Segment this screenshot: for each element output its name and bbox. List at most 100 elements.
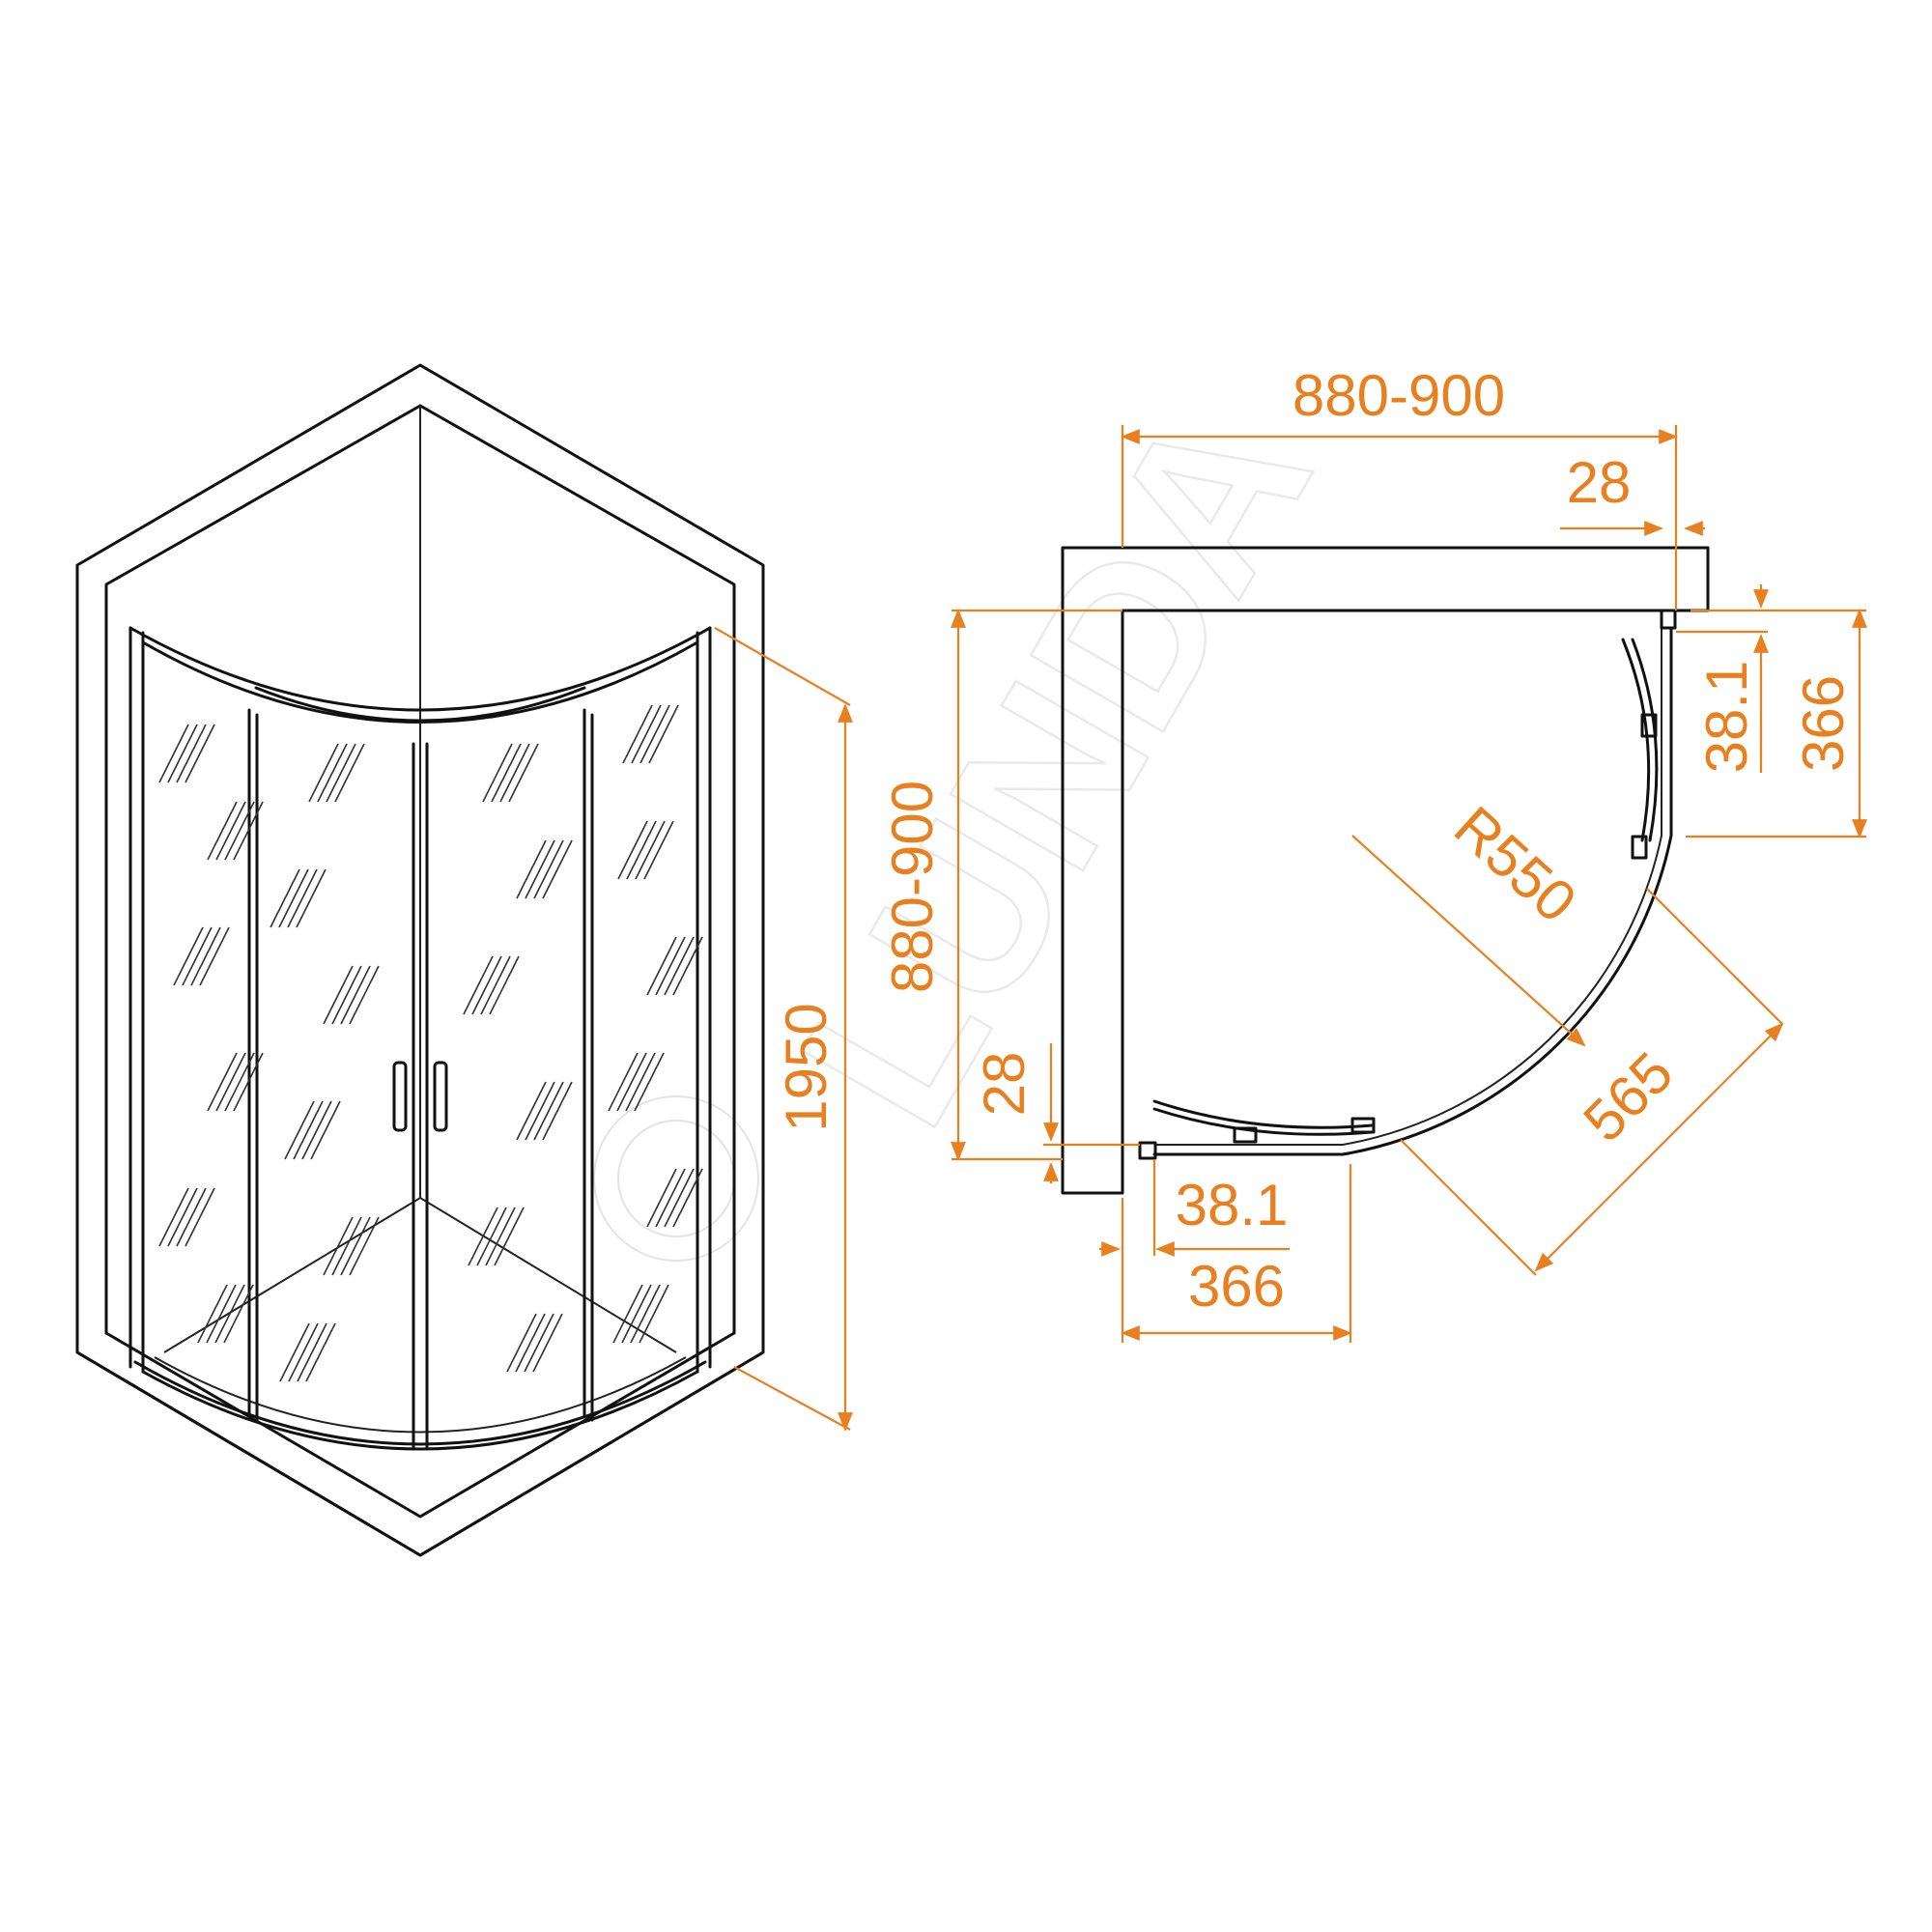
glass-hatch-mark: [532, 1313, 563, 1373]
top-rail-track: [254, 686, 586, 723]
height-ext-bottom: [733, 1366, 851, 1431]
glass-hatch-mark: [158, 724, 189, 783]
glass-hatch-mark: [524, 1313, 554, 1373]
glass-hatch-mark: [158, 1187, 189, 1247]
glass-hatch-mark: [508, 743, 539, 803]
glass-hatch-mark: [233, 1052, 264, 1112]
right-38-label: 38.1: [1694, 661, 1759, 774]
glass-hatch-mark: [323, 1216, 354, 1276]
right-door-arc: [1621, 638, 1651, 842]
glass-hatch-mark: [176, 724, 207, 783]
glass-hatch-mark: [617, 820, 648, 880]
bottom-roller-2: [1350, 1117, 1376, 1134]
left-door-handle: [392, 1061, 408, 1132]
glass-hatch-mark: [491, 743, 522, 803]
glass-hatch-mark: [499, 743, 530, 803]
watermark-copyright-inner: [617, 1120, 735, 1237]
glass-hatch-mark: [482, 743, 513, 803]
glass-hatch-mark: [485, 1207, 516, 1266]
glass-hatch-mark: [525, 1081, 555, 1141]
glass-reflections: [158, 704, 703, 1382]
tray-top-edge: [104, 1331, 736, 1519]
glass-hatch-mark: [489, 955, 520, 1015]
top-rail-outer: [128, 626, 712, 712]
depth-dim-label: 880-900: [880, 781, 945, 993]
right-door-arc-inner: [1631, 638, 1659, 842]
glass-hatch-mark: [206, 1284, 237, 1344]
glass-hatch-mark: [634, 1052, 665, 1112]
right-door-handle: [433, 1061, 448, 1132]
glass-hatch-mark: [297, 1322, 327, 1382]
bottom-366-label: 366: [1188, 1254, 1285, 1319]
left-28-label: 28: [972, 1052, 1037, 1117]
bottom-door-arc: [1152, 1099, 1374, 1129]
glass-hatch-mark: [635, 820, 666, 880]
glass-hatch-mark: [223, 1284, 254, 1344]
glass-hatch-mark: [278, 868, 309, 928]
glass-hatch-mark: [533, 1081, 564, 1141]
wall-inner-edges: [104, 404, 736, 1335]
glass-hatch-mark: [468, 1207, 498, 1266]
glass-hatch-mark: [215, 801, 246, 861]
right-roller-2: [1631, 835, 1648, 860]
glass-hatch-mark: [214, 1284, 245, 1344]
glass-hatch-mark: [655, 1168, 686, 1228]
glass-hatch-mark: [612, 1284, 643, 1344]
glass-hatch-mark: [173, 926, 204, 986]
glass-hatch-mark: [284, 1100, 315, 1160]
width-dim-label: 880-900: [1293, 363, 1505, 428]
glass-hatch-mark: [190, 926, 221, 986]
glass-hatch-mark: [608, 1052, 639, 1112]
radius-line: [1351, 835, 1586, 1047]
bottom-rail: [141, 1370, 699, 1451]
watermark-copyright-ring: [593, 1095, 759, 1262]
opening-dim-line: [1534, 1022, 1784, 1272]
glass-hatch-mark: [317, 743, 348, 803]
glass-hatch-mark: [672, 1168, 703, 1228]
watermark: LUNDA: [593, 365, 1358, 1262]
glass-hatch-mark: [326, 743, 356, 803]
glass-hatch-mark: [621, 1284, 652, 1344]
top-28-label: 28: [1567, 450, 1632, 515]
bottom-roller-1: [1233, 1126, 1258, 1144]
glass-hatch-mark: [616, 1052, 647, 1112]
right-wall-profile: [1660, 609, 1677, 630]
glass-hatch-mark: [182, 926, 213, 986]
glass-hatch-mark: [515, 1313, 546, 1373]
floor-guide-lines: [163, 1196, 677, 1353]
tray-curve: [133, 1360, 707, 1446]
glass-hatch-mark: [340, 1216, 371, 1276]
glass-hatch-mark: [288, 1322, 319, 1382]
tray-base: [75, 1350, 765, 1557]
glass-hatch-mark: [215, 1052, 246, 1112]
glass-hatch-mark: [516, 839, 547, 899]
opening-ext-bottom: [1400, 1139, 1537, 1276]
glass-hatch-mark: [197, 1284, 228, 1344]
height-ext-top: [714, 627, 851, 706]
glass-hatch-mark: [185, 724, 215, 783]
glass-hatch-mark: [293, 1100, 324, 1160]
glass-hatch-mark: [542, 839, 573, 899]
glass-hatch-mark: [296, 868, 327, 928]
glass-hatch-mark: [224, 801, 255, 861]
glass-hatch-mark: [506, 1313, 537, 1373]
glass-hatch-mark: [542, 1081, 573, 1141]
glass-hatch-mark: [349, 965, 380, 1025]
glass-hatch-mark: [626, 820, 657, 880]
glass-hatch-mark: [664, 936, 695, 996]
glass-hatch-mark: [476, 1207, 507, 1266]
glass-hatch-mark: [185, 1187, 215, 1247]
glass-hatch-mark: [167, 724, 198, 783]
right-366-label: 366: [1791, 675, 1856, 772]
glass-hatch-mark: [310, 1100, 341, 1160]
glass-hatch-mark: [516, 1081, 547, 1141]
opening-ext-top: [1646, 888, 1783, 1025]
glass-hatch-mark: [533, 839, 564, 899]
glass-hatch-mark: [622, 704, 653, 764]
glass-hatch-mark: [334, 743, 365, 803]
glass-hatch-mark: [279, 1322, 310, 1382]
glass-hatch-mark: [494, 1207, 525, 1266]
glass-hatch-mark: [639, 704, 670, 764]
